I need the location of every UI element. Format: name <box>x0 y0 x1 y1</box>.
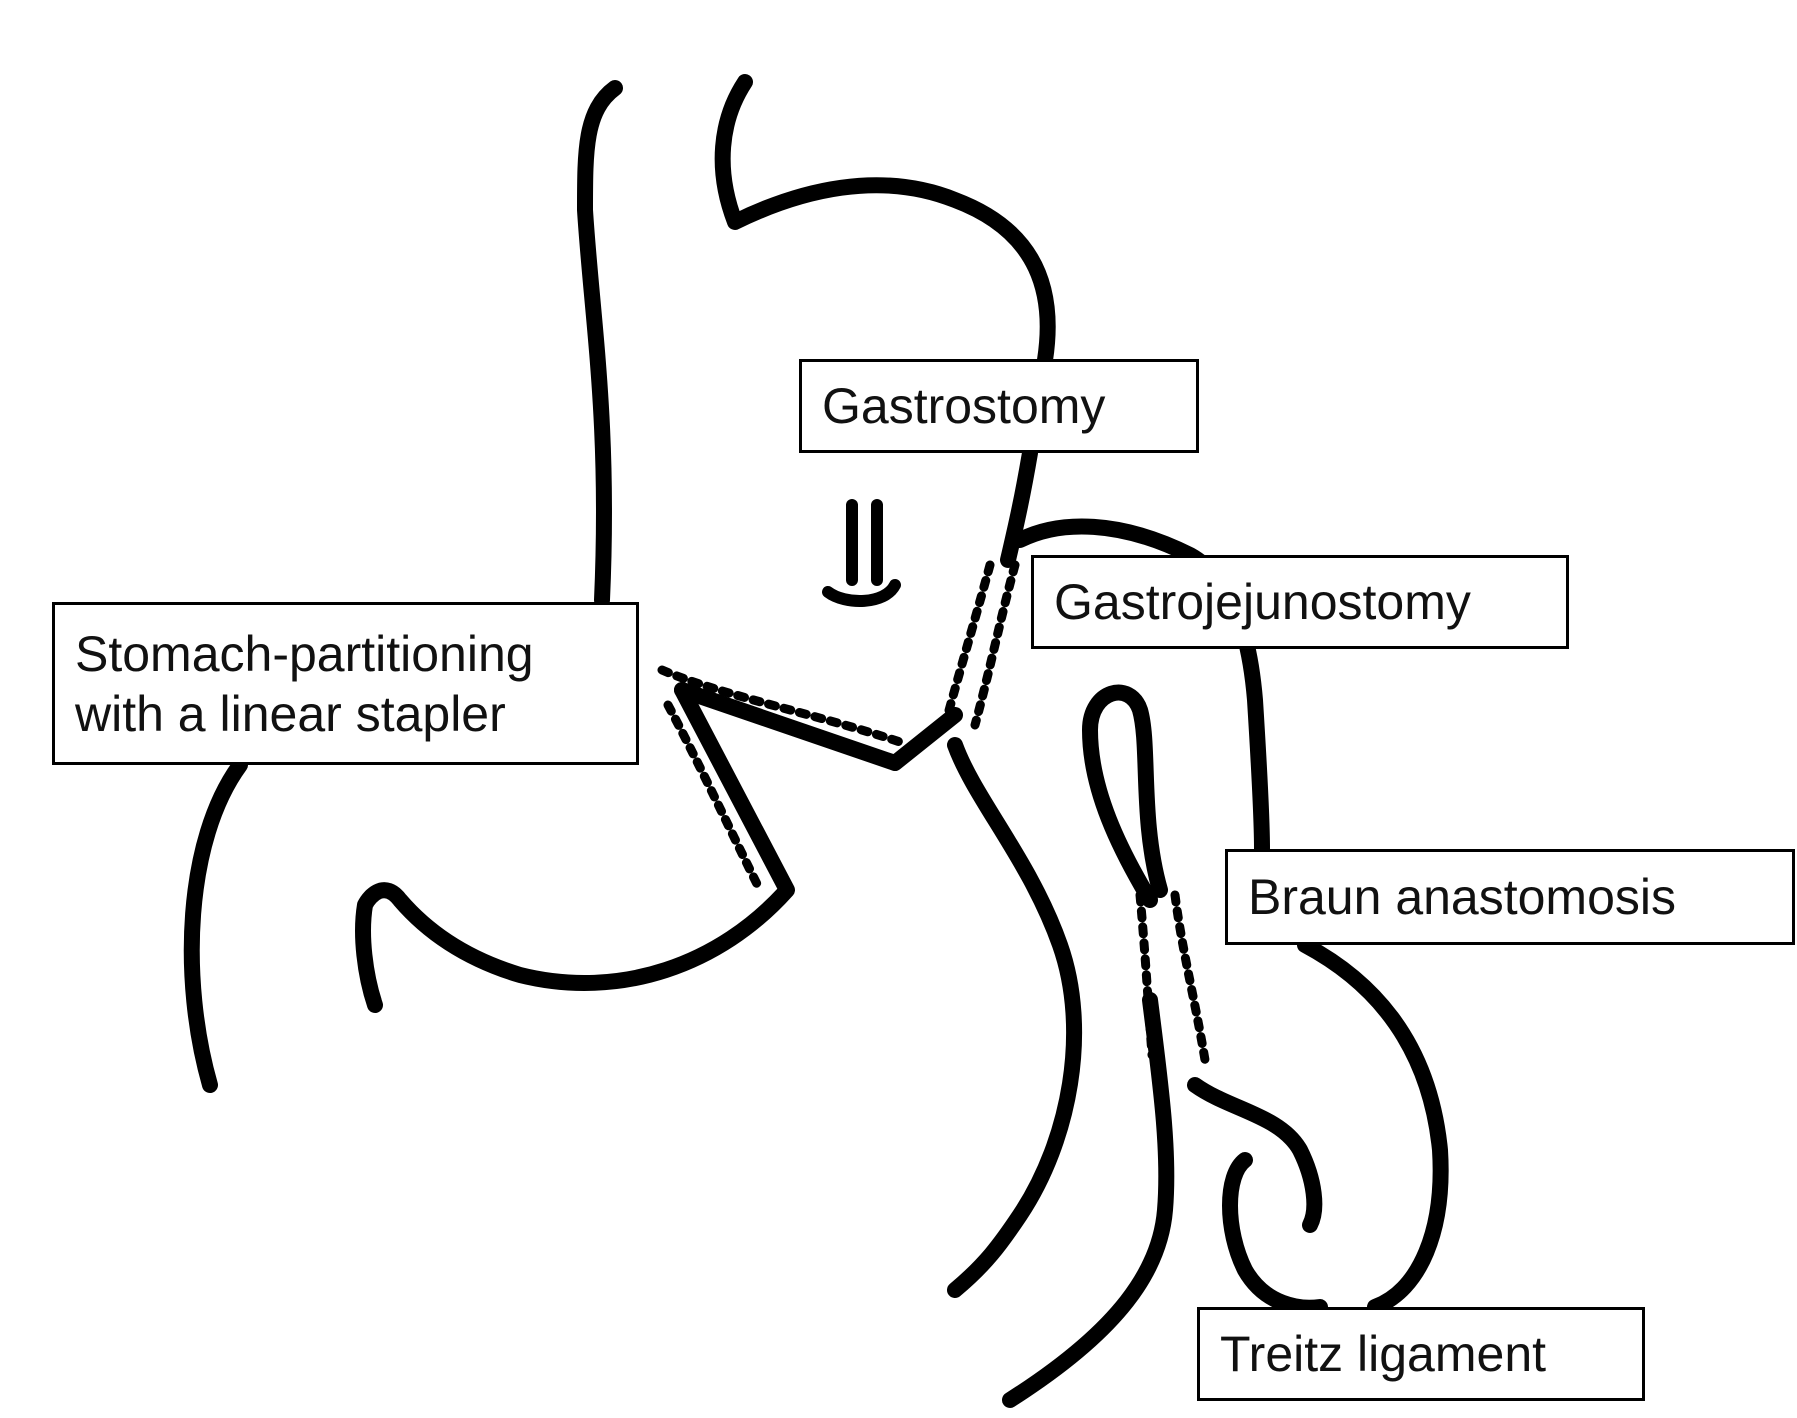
braun-loop <box>1090 693 1160 900</box>
stomach-partitioning-line2: with a linear stapler <box>75 684 616 744</box>
esophagus-left-wall <box>585 88 615 600</box>
efferent-limb <box>955 745 1074 1290</box>
gastrojejunostomy-label-text: Gastrojejunostomy <box>1054 572 1546 632</box>
flow-arrow-icon <box>828 505 895 601</box>
treitz-ligament-label-text: Treitz ligament <box>1220 1324 1622 1384</box>
braun-anastomosis-label-text: Braun anastomosis <box>1248 867 1772 927</box>
braun-staples-left <box>1140 895 1152 1055</box>
treitz-hook <box>1195 1085 1314 1225</box>
stomach-partitioning-line1: Stomach-partitioning <box>75 624 616 684</box>
treitz-ligament-label: Treitz ligament <box>1197 1307 1645 1401</box>
fundus-outline <box>723 82 1048 360</box>
gastrojejunostomy-label: Gastrojejunostomy <box>1031 555 1569 649</box>
gastrojejunostomy-staples-inner <box>945 565 990 725</box>
braun-staples-right <box>1175 895 1205 1060</box>
braun-anastomosis-label: Braun anastomosis <box>1225 849 1795 945</box>
gastrostomy-label: Gastrostomy <box>799 359 1199 453</box>
gastrostomy-label-text: Gastrostomy <box>822 376 1176 436</box>
stomach-greater-curvature <box>192 765 240 1085</box>
stomach-partitioning-label: Stomach-partitioning with a linear stapl… <box>52 602 639 765</box>
jejunum-to-treitz <box>1305 945 1441 1307</box>
